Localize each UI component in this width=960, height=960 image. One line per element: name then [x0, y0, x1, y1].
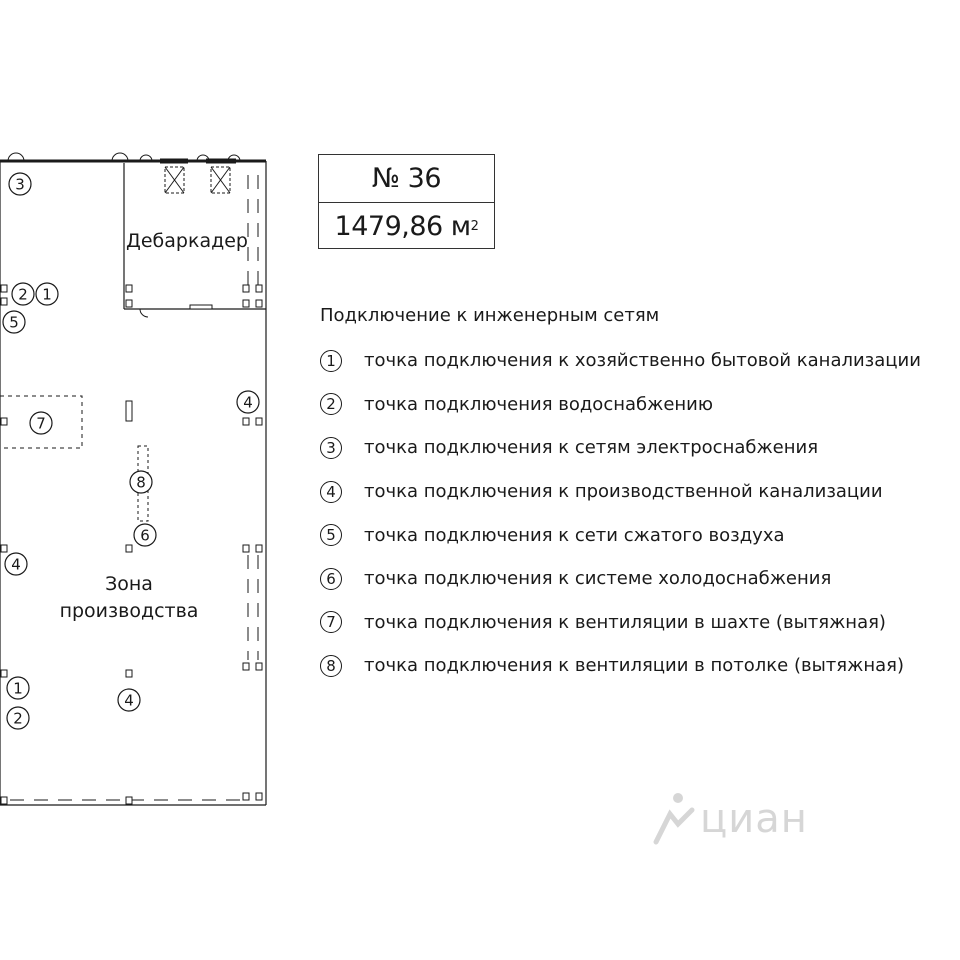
legend-item: 5 точка подключения к сети сжатого воздух… [320, 513, 960, 557]
marker-circle [6, 706, 30, 730]
marker-number: 4 [124, 692, 134, 710]
marker-number: 3 [15, 176, 25, 194]
legend-text: точка подключения к вентиляции в потолке… [364, 655, 904, 677]
legend-number: 2 [320, 393, 342, 416]
marker-circle [4, 552, 28, 576]
connection-marker: 7 [29, 411, 53, 435]
watermark-text: циан [700, 796, 808, 842]
watermark-logo-icon [653, 793, 695, 845]
marker-number: 1 [42, 286, 52, 304]
connection-marker: 2 [11, 282, 35, 306]
legend-text: точка подключения к сетям электроснабжен… [364, 437, 819, 459]
dock-walls [123, 158, 266, 318]
legend-number: 7 [320, 611, 342, 634]
marker-circle [11, 282, 35, 306]
watermark: циан [648, 790, 808, 848]
room-label-production-line2: производства [60, 600, 199, 622]
marker-circle [29, 411, 53, 435]
legend-number: 5 [320, 524, 342, 547]
legend-text: точка подключения к производственной кан… [364, 481, 883, 503]
connection-marker: 8 [129, 470, 153, 494]
connection-marker: 4 [4, 552, 28, 576]
legend-item: 6 точка подключения к системе холодоснабж… [320, 557, 960, 601]
legend-title: Подключение к инженерным сетям [320, 305, 660, 326]
connection-marker: 6 [133, 523, 157, 547]
connection-marker: 1 [6, 676, 30, 700]
unit-area-sup: 2 [470, 219, 479, 234]
columns [0, 284, 263, 805]
marker-number: 2 [13, 710, 23, 728]
legend-text: точка подключения к вентиляции в шахте (… [364, 611, 886, 633]
connection-marker: 2 [6, 706, 30, 730]
room-label-production-line1: Зона [105, 573, 153, 595]
legend-text: точка подключения к хозяйственно бытовой… [364, 350, 921, 372]
dock-hatches [164, 166, 231, 194]
marker-number: 4 [243, 394, 253, 412]
legend-number: 4 [320, 480, 342, 503]
marker-circle [8, 172, 32, 196]
marker-number: 8 [136, 474, 146, 492]
legend-item: 4 точка подключения к производственной ка… [320, 470, 960, 514]
legend-number: 6 [320, 567, 342, 590]
legend-item: 1 точка подключения к хозяйственно бытово… [320, 339, 960, 383]
connection-marker: 4 [236, 390, 260, 414]
legend-text: точка подключения к сети сжатого воздуха [364, 524, 785, 546]
unit-area-value: 1479,86 м [334, 211, 472, 242]
connection-marker: 3 [8, 172, 32, 196]
legend-item: 7 точка подключения к вентиляции в шахте … [320, 601, 960, 645]
marker-circle [133, 523, 157, 547]
marker-circle [35, 282, 59, 306]
connection-marker: 5 [2, 310, 26, 334]
room-label-dock: Дебаркадер [126, 230, 248, 252]
marker-circle [2, 310, 26, 334]
marker-circle [6, 676, 30, 700]
legend-number: 8 [320, 654, 342, 677]
connection-marker: 1 [35, 282, 59, 306]
marker-circle [117, 688, 141, 712]
marker-number: 4 [11, 556, 21, 574]
marker-number: 5 [9, 314, 19, 332]
unit-number: № 36 [371, 163, 442, 194]
legend-item: 3 точка подключения к сетям электроснабже… [320, 426, 960, 470]
marker-circle [236, 390, 260, 414]
legend-text: точка подключения водоснабжению [364, 393, 714, 415]
marker-number: 1 [13, 680, 23, 698]
connection-marker: 4 [117, 688, 141, 712]
marker-number: 2 [18, 286, 28, 304]
legend-item: 8 точка подключения к вентиляции в потолк… [320, 644, 960, 688]
marker-circle [129, 470, 153, 494]
legend-text: точка подключения к системе холодоснабже… [364, 568, 832, 590]
legend-number: 3 [320, 436, 342, 459]
legend: Подключение к инженерным сетям 1 точка по… [320, 305, 960, 688]
marker-number: 6 [140, 527, 150, 545]
marker-number: 7 [36, 415, 46, 433]
legend-number: 1 [320, 349, 342, 372]
legend-item: 2 точка подключения водоснабжению [320, 383, 960, 427]
